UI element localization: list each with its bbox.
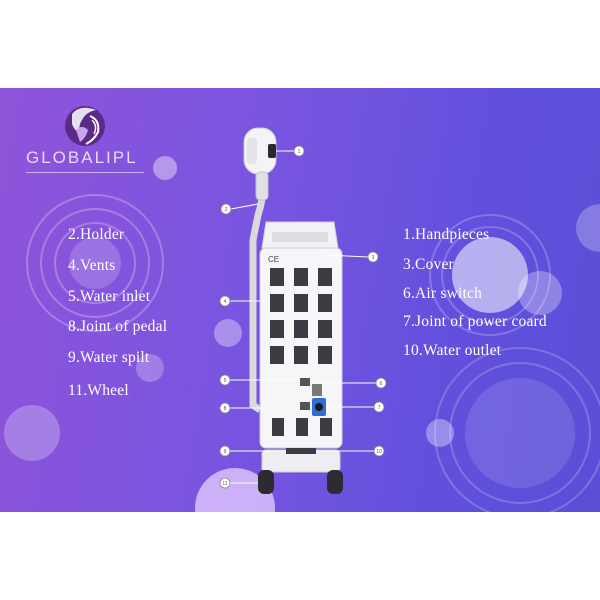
svg-text:1: 1 [298, 149, 301, 155]
callout-9 [219, 445, 231, 457]
callout-6 [375, 377, 387, 389]
svg-text:4: 4 [224, 299, 227, 305]
label-joint-of-pedal: 8.Joint of pedal [68, 318, 168, 335]
svg-text:8: 8 [224, 406, 227, 412]
label-joint-of-power-coard: 7.Joint of power coard [403, 313, 547, 330]
svg-text:6: 6 [380, 381, 383, 387]
label-vents: 4.Vents [68, 257, 116, 274]
brand-name: GLOBALIPL [26, 148, 138, 167]
svg-text:3: 3 [372, 255, 375, 261]
handpiece [243, 127, 277, 201]
svg-text:10: 10 [376, 449, 382, 455]
label-holder: 2.Holder [68, 226, 125, 243]
cover [261, 221, 339, 249]
pedal-joint [300, 402, 310, 410]
callout-1 [293, 145, 305, 157]
callout-7 [373, 401, 385, 413]
decorative-circles [4, 156, 600, 512]
callout-8 [219, 402, 231, 414]
svg-text:5: 5 [224, 378, 227, 384]
svg-text:11: 11 [222, 481, 227, 487]
callout-10 [373, 445, 385, 457]
svg-text:7: 7 [378, 405, 381, 411]
label-wheel: 11.Wheel [68, 382, 129, 399]
wheel-icon [258, 470, 343, 494]
callout-5 [219, 374, 231, 386]
svg-text:9: 9 [224, 449, 227, 455]
label-air-switch: 6.Air switch [403, 285, 483, 302]
callout-3 [367, 251, 379, 263]
callout-4 [219, 295, 231, 307]
head-silhouette-logo [65, 106, 105, 146]
water-inlet-port [300, 378, 310, 386]
label-water-spilt: 9.Water spilt [68, 349, 150, 366]
water-outlet [286, 448, 316, 454]
callout-11 [219, 477, 231, 489]
label-handpieces: 1.Handpieces [403, 226, 490, 243]
label-cover: 3.Cover [403, 256, 454, 273]
air-switch [312, 384, 322, 396]
vent-grid [270, 268, 332, 436]
callout-2 [220, 203, 232, 215]
label-water-outlet: 10.Water outlet [403, 342, 502, 359]
svg-text:2: 2 [225, 207, 228, 213]
divider [26, 172, 144, 173]
label-water-inlet: 5.Water inlet [68, 288, 151, 305]
ce-mark: CE [268, 255, 279, 264]
